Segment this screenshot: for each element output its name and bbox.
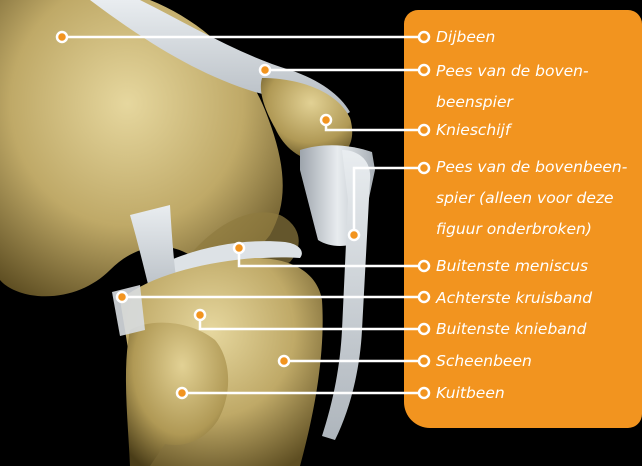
label-dijbeen: Dijbeen [436, 28, 495, 47]
label-pees-van-de-bovenbeenspier-2: Pees van de bovenbeen- spier (alleen voo… [436, 158, 627, 239]
label-scheenbeen: Scheenbeen [436, 352, 532, 371]
label-buitenste-knieband: Buitenste knieband [436, 320, 586, 339]
fibula-ligament-shape [112, 285, 145, 336]
label-kuitbeen: Kuitbeen [436, 384, 505, 403]
label-buitenste-meniscus: Buitenste meniscus [436, 257, 588, 276]
label-achterste-kruisband: Achterste kruisband [436, 289, 592, 308]
label-knieschijf: Knieschijf [436, 121, 510, 140]
label-pees-van-de-bovenbeenspier-1: Pees van de boven- beenspier [436, 62, 589, 112]
